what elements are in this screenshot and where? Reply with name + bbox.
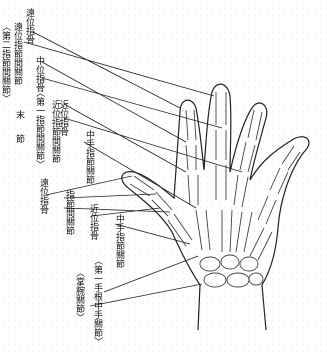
label-side-note-bottom: 節	[14, 134, 24, 143]
label-first-carpometacarpal-bracket: 〈第一手根中手關節〉	[92, 256, 102, 346]
label-distal-interphalangeal-joint: 遠位指節間關節	[12, 22, 22, 85]
label-thumb-distal-phalanx: 遠位指骨	[38, 178, 48, 214]
label-thumb-interphalangeal-joint: 指節間關節	[64, 190, 74, 235]
label-thumb-proximal-phalanx: 近位指骨	[88, 204, 98, 240]
label-side-note-top: 末	[14, 110, 24, 119]
label-second-interphalangeal-joint-bracket: 〈第二指節間關節〉	[0, 22, 10, 103]
label-distal-phalanx: 遠位指骨	[24, 8, 34, 44]
label-metacarpophalangeal-joint: 中手指節關節	[84, 130, 94, 184]
label-middle-phalanx: 中位指骨	[34, 56, 44, 92]
label-proximal-interphalangeal-joint: 近位指節間關節	[50, 100, 60, 163]
label-first-interphalangeal-joint-bracket: 〈第一指節間關節〉	[34, 88, 44, 169]
label-thumb-metacarpophalangeal-joint: 中手指節關節	[114, 214, 124, 268]
label-wrist-joint-bracket: 〈掌腕關節〉	[74, 268, 84, 322]
